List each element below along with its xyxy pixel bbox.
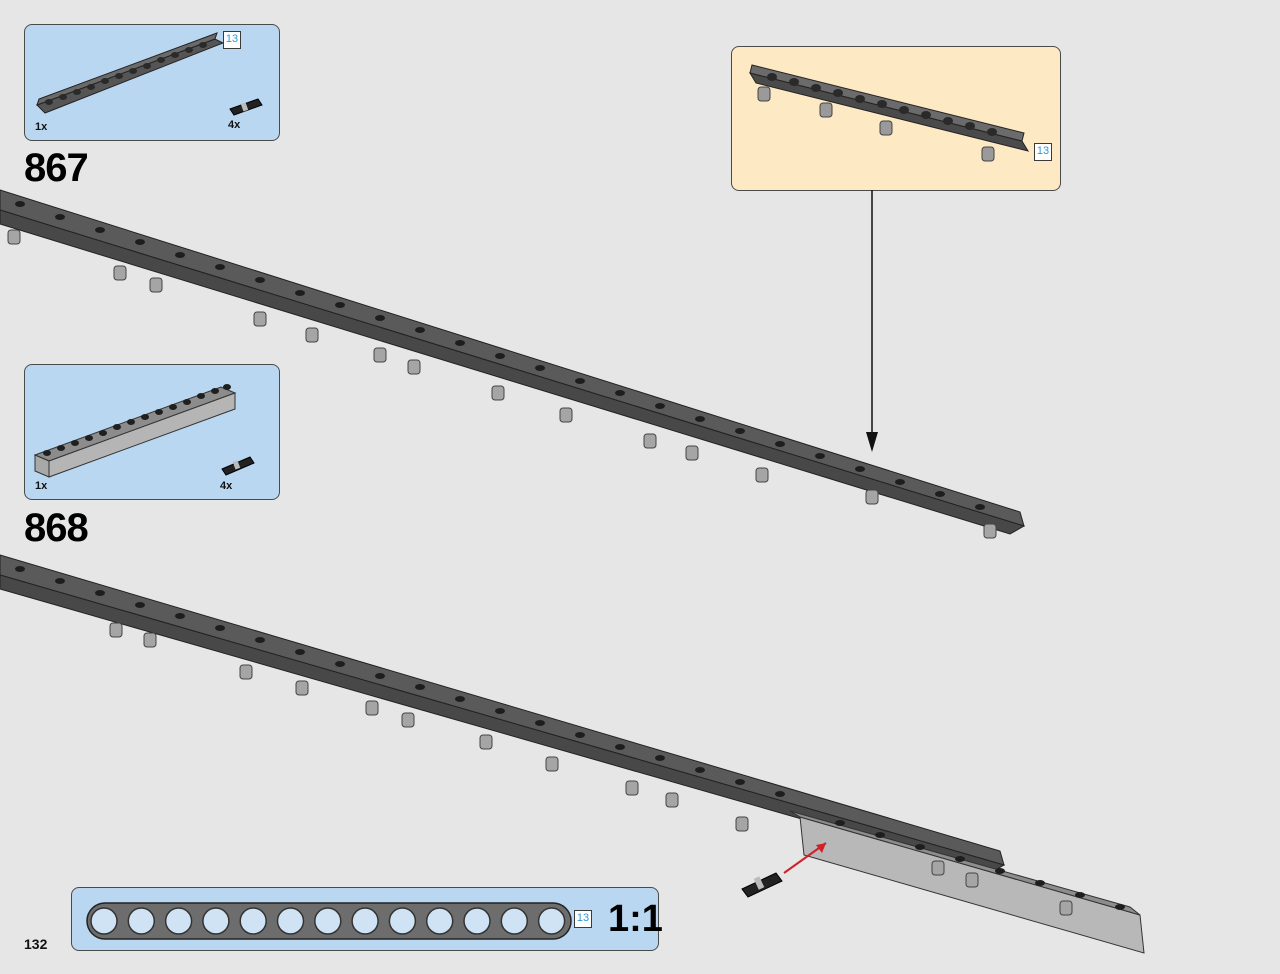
length-tag: 13 (1034, 143, 1052, 161)
ruler-hole (314, 907, 342, 935)
ruler-hole (388, 907, 417, 935)
parts-box-step-868: 1x 4x (24, 364, 280, 500)
callout-subassembly: 13 (731, 46, 1061, 191)
ruler-holes (90, 907, 566, 935)
friction-pin-part-image (221, 456, 255, 476)
part-quantity: 1x (35, 121, 48, 133)
ruler-hole (537, 907, 566, 935)
ruler-hole (425, 907, 454, 935)
ruler-hole (90, 907, 118, 935)
part-quantity: 1x (35, 480, 48, 492)
parts-box-step-867: 13 1x 4x (24, 24, 280, 141)
model-assembly-step-867 (0, 189, 1026, 539)
technic-brick-part-image (33, 384, 237, 478)
ruler-hole (351, 907, 379, 935)
ruler-hole (202, 907, 230, 935)
step-number: 868 (24, 506, 89, 550)
model-assembly-step-868 (0, 554, 1145, 954)
technic-beam-part-image (36, 32, 225, 114)
ruler-hole (127, 907, 156, 935)
beam-with-pins-image (748, 64, 1030, 162)
ruler-hole (463, 907, 491, 935)
ruler-hole (500, 907, 529, 935)
step-number: 867 (24, 146, 89, 190)
ruler-beam-image (86, 902, 572, 940)
page-number: 132 (24, 936, 48, 952)
friction-pin-part-image (229, 98, 263, 116)
loose-friction-pin (741, 872, 783, 898)
part-quantity: 4x (228, 119, 241, 131)
ruler-hole (164, 907, 193, 935)
ruler-hole (276, 907, 305, 935)
part-quantity: 4x (220, 480, 233, 492)
length-tag: 13 (223, 31, 241, 49)
scale-label: 1:1 (608, 898, 663, 940)
placement-arrow (866, 190, 878, 452)
scale-ruler: 13 1:1 (71, 887, 663, 951)
ruler-hole (239, 907, 267, 935)
length-tag: 13 (574, 910, 592, 928)
